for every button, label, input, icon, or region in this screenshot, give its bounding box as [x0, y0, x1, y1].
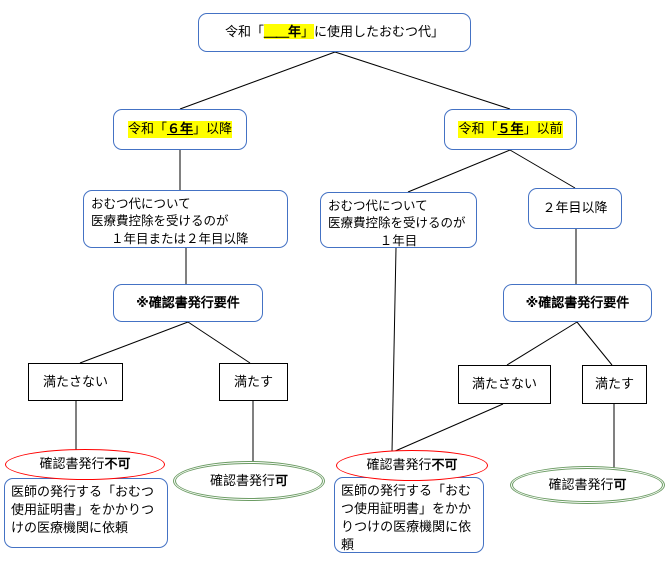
not-met-text: 満たさない: [471, 376, 537, 392]
condition-line: おむつ代について: [328, 199, 428, 213]
condition-line: １年目: [379, 233, 418, 248]
no-issue-text: 確認書発行不可: [39, 456, 131, 472]
connector-line: [407, 149, 511, 193]
connector-line: [79, 321, 189, 364]
condition-line: １年目または２年目以降: [111, 231, 249, 246]
doctor-request-text: 医師の発行する「おむつ使用証明書」をかかりつけの医療機関に依頼: [341, 483, 472, 552]
met-text: 満たす: [594, 376, 634, 392]
requirement-box-left: ※確認書発行要件: [113, 284, 263, 322]
issue-ok-ellipse-left: 確認書発行可: [173, 461, 325, 501]
doctor-request-box-right: 医師の発行する「おむつ使用証明書」をかかりつけの医療機関に依頼: [334, 477, 484, 553]
connector-line: [179, 51, 336, 110]
requirement-text: ※確認書発行要件: [525, 294, 630, 310]
not-met-text: 満たさない: [42, 373, 108, 389]
connector-line: [509, 149, 576, 189]
condition-line: 医療費控除を受けるのが: [91, 214, 229, 229]
no-issue-text: 確認書発行不可: [366, 457, 458, 473]
issue-ok-text: 確認書発行可: [209, 472, 289, 488]
connector-line: [187, 321, 251, 364]
requirement-box-right: ※確認書発行要件: [503, 284, 652, 322]
second-year-text: ２年目以降: [542, 200, 608, 216]
issue-ok-text: 確認書発行可: [548, 476, 627, 492]
condition-line: おむつ代について: [91, 197, 191, 211]
condition-line: 医療費控除を受けるのが: [328, 216, 466, 231]
doctor-request-box-left: 医師の発行する「おむつ使用証明書」をかかりつけの医療機関に依頼: [4, 478, 168, 548]
branch-reiwa5-box: 令和「５年」以前: [444, 109, 577, 150]
issue-ok-ellipse-right: 確認書発行可: [510, 466, 665, 504]
no-issue-ellipse-left: 確認書発行不可: [5, 449, 165, 480]
connector-line: [576, 321, 613, 366]
connector-line: [392, 403, 504, 453]
left-condition-box: おむつ代について 医療費控除を受けるのが １年目または２年目以降: [83, 190, 288, 248]
connector-line: [334, 51, 511, 110]
met-text: 満たす: [233, 373, 273, 389]
root-text: 令和「＿＿年」に使用したおむつ代」: [224, 24, 445, 40]
met-box-left: 満たす: [219, 363, 288, 401]
branch-reiwa6-text: 令和「６年」以降: [127, 121, 233, 138]
doctor-request-text: 医師の発行する「おむつ使用証明書」をかかりつけの医療機関に依頼: [11, 484, 155, 535]
branch-reiwa6-box: 令和「６年」以降: [113, 109, 247, 150]
connector-line: [391, 247, 397, 453]
second-year-box: ２年目以降: [528, 188, 622, 229]
not-met-box-left: 満たさない: [28, 363, 123, 401]
connector-line: [506, 321, 578, 366]
first-year-condition-box: おむつ代について 医療費控除を受けるのが １年目: [320, 192, 477, 248]
met-box-right: 満たす: [582, 365, 647, 404]
no-issue-ellipse-right: 確認書発行不可: [336, 450, 488, 481]
not-met-box-right: 満たさない: [458, 365, 551, 404]
root-box: 令和「＿＿年」に使用したおむつ代」: [198, 13, 471, 52]
requirement-text: ※確認書発行要件: [136, 294, 240, 310]
branch-reiwa5-text: 令和「５年」以前: [458, 121, 563, 138]
